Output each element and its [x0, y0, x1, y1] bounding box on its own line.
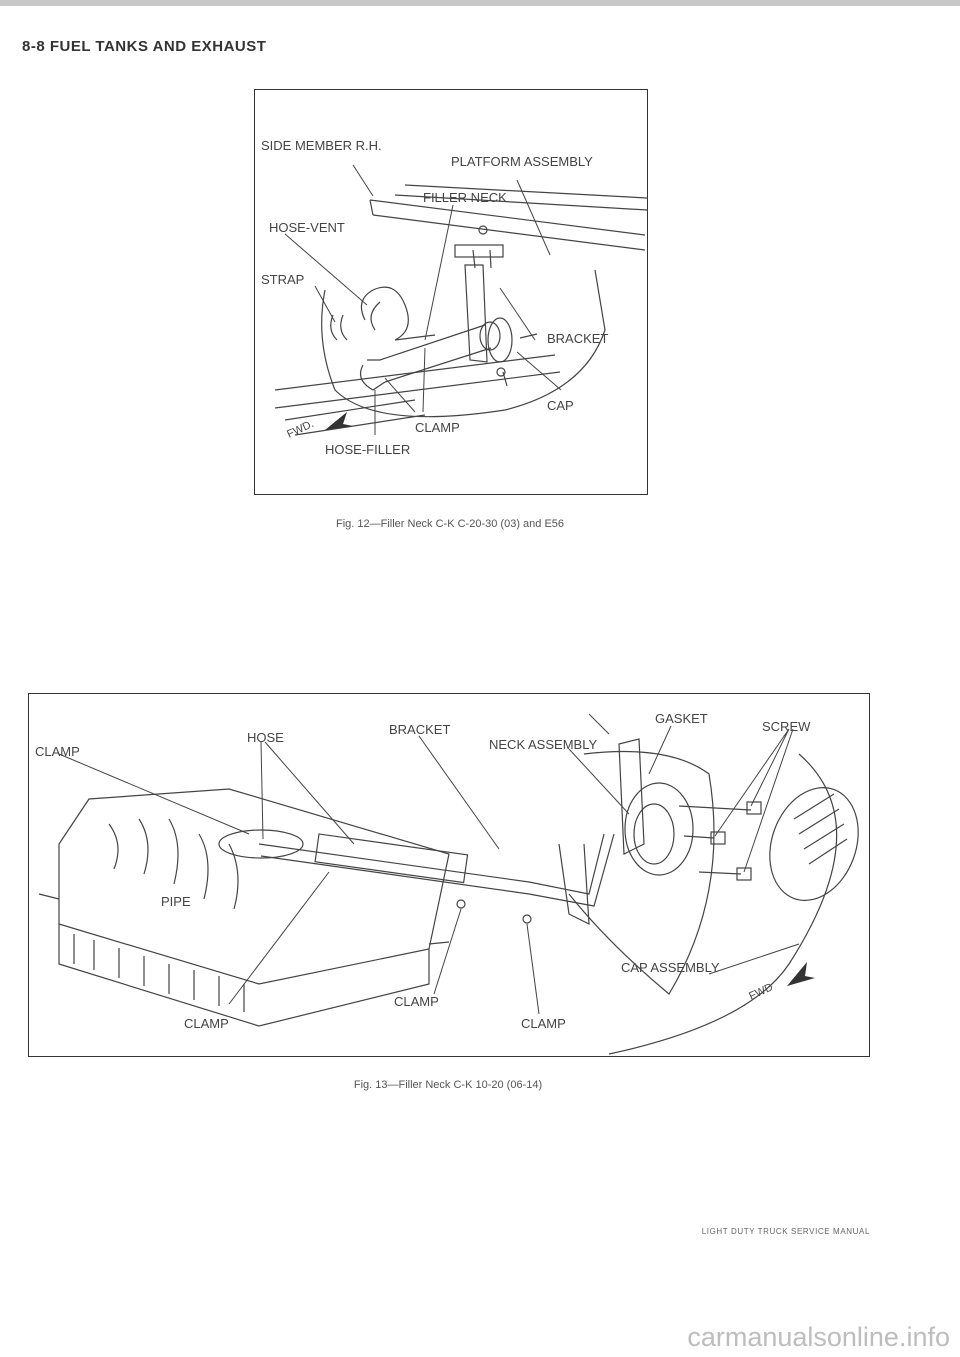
label-hose-vent: HOSE-VENT [269, 220, 345, 235]
label-hose: HOSE [247, 730, 284, 745]
label-clamp-middle: CLAMP [394, 994, 439, 1009]
page-header: 8-8 FUEL TANKS AND EXHAUST [22, 38, 267, 55]
label-gasket: GASKET [655, 711, 708, 726]
label-neck-assembly: NECK ASSEMBLY [489, 737, 597, 752]
label-screw: SCREW [762, 719, 811, 734]
label-side-member: SIDE MEMBER R.H. [261, 138, 382, 153]
page-top-edge [0, 0, 960, 6]
label-clamp-top-left: CLAMP [35, 744, 80, 759]
label-strap: STRAP [261, 272, 304, 287]
label-hose-filler: HOSE-FILLER [325, 442, 410, 457]
label-clamp-bottom-right: CLAMP [521, 1016, 566, 1031]
label-platform-assembly: PLATFORM ASSEMBLY [451, 154, 593, 169]
label-pipe: PIPE [161, 894, 191, 909]
label-fwd: FWD [747, 981, 775, 1002]
label-filler-neck: FILLER NECK [423, 190, 507, 205]
figure-13-caption: Fig. 13—Filler Neck C-K 10-20 (06-14) [353, 1079, 543, 1091]
figure-12: SIDE MEMBER R.H. PLATFORM ASSEMBLY FILLE… [254, 89, 648, 495]
label-fwd: FWD. [285, 418, 316, 441]
figure-13: GASKET SCREW HOSE CLAMP BRACKET NECK ASS… [28, 693, 870, 1057]
label-cap-assembly: CAP ASSEMBLY [621, 960, 720, 975]
label-bracket: BRACKET [389, 722, 450, 737]
fwd-arrow-icon [787, 962, 815, 986]
label-clamp-bottom-left: CLAMP [184, 1016, 229, 1031]
page-footer: LIGHT DUTY TRUCK SERVICE MANUAL [701, 1227, 870, 1236]
label-clamp: CLAMP [415, 420, 460, 435]
label-bracket: BRACKET [547, 331, 608, 346]
watermark: carmanualsonline.info [687, 1322, 950, 1352]
label-cap: CAP [547, 398, 574, 413]
figure-12-illustration: SIDE MEMBER R.H. PLATFORM ASSEMBLY FILLE… [261, 138, 647, 457]
figure-12-caption: Fig. 12—Filler Neck C-K C-20-30 (03) and… [335, 518, 565, 530]
fwd-arrow-icon [325, 412, 353, 430]
figure-13-illustration: GASKET SCREW HOSE CLAMP BRACKET NECK ASS… [35, 711, 859, 1055]
